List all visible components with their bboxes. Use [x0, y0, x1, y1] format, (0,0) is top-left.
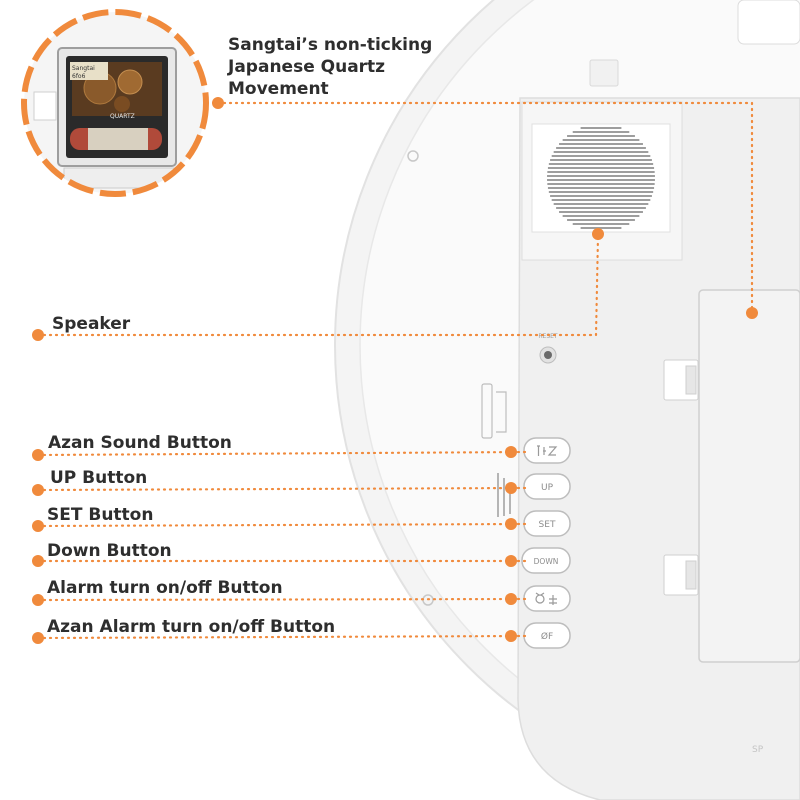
- movement-battery-label: [88, 128, 148, 150]
- battery-cover[interactable]: [698, 289, 800, 663]
- screw-hole-upper: [407, 150, 419, 162]
- reset-button[interactable]: [544, 351, 552, 359]
- movement-brand: Sangtai: [72, 65, 95, 72]
- alarm-toggle-icon: [535, 592, 557, 605]
- hanger-notch: [737, 0, 800, 45]
- leader-lines: [36, 101, 754, 640]
- callout-down: Down Button: [47, 541, 172, 561]
- mount-pad-top: [589, 59, 619, 87]
- azan-alarm-toggle-leader: [36, 634, 529, 640]
- set-button-label: SET: [539, 520, 556, 530]
- alarm-toggle-button[interactable]: [523, 585, 571, 612]
- azan-alarm-toggle-label: ØF: [541, 631, 553, 642]
- battery-emboss: [481, 383, 507, 439]
- inset-latch: [33, 91, 57, 121]
- movement-inset: Sangtai 6fo6 QUARTZ: [21, 9, 209, 197]
- up-button[interactable]: [523, 473, 571, 500]
- speaker-grille: [547, 127, 655, 229]
- clock-button-column: UP SET DOWN ØF: [521, 437, 571, 649]
- up-leader: [36, 486, 529, 492]
- callout-alarm-toggle: Alarm turn on/off Button: [47, 578, 283, 598]
- down-button-label: DOWN: [534, 557, 559, 566]
- azan-sound-icon: [537, 445, 558, 456]
- down-button[interactable]: [521, 547, 571, 574]
- alarm-toggle-leader: [36, 597, 529, 602]
- movement-leader: [216, 101, 754, 314]
- leader-dots: [32, 97, 758, 644]
- azan-sound-leader: [36, 450, 529, 457]
- movement-quartz: QUARTZ: [110, 113, 135, 120]
- speaker-leader: [36, 234, 600, 337]
- callout-up: UP Button: [50, 468, 148, 488]
- battery-spec-emboss: [497, 473, 511, 517]
- callout-movement: Sangtai’s non-ticking Japanese Quartz Mo…: [228, 35, 433, 99]
- callout-azan-sound: Azan Sound Button: [48, 433, 232, 453]
- latch-upper-slot: [685, 365, 697, 395]
- movement-sticker: [70, 62, 108, 80]
- callout-azan-alarm-toggle: Azan Alarm turn on/off Button: [47, 617, 336, 637]
- reset-label: RESET: [538, 333, 558, 340]
- speaker-grille-frame: [531, 123, 671, 233]
- azan-sound-button[interactable]: [523, 437, 571, 464]
- corner-mark: SP: [752, 745, 764, 755]
- set-leader: [36, 522, 529, 528]
- inset-border: [21, 9, 209, 197]
- latch-lower-slot: [685, 560, 697, 590]
- callout-set: SET Button: [47, 505, 154, 525]
- callout-speaker: Speaker: [52, 314, 131, 334]
- up-button-label: UP: [541, 483, 554, 493]
- movement-model: 6fo6: [72, 73, 86, 80]
